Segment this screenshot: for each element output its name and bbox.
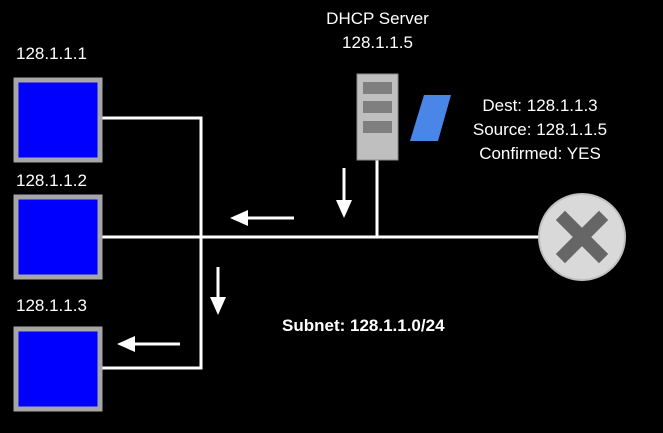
subnet-label: Subnet: 128.1.1.0/24 (282, 316, 445, 335)
host-label-3: 128.1.1.3 (16, 296, 87, 315)
packet-source: Source: 128.1.1.5 (472, 120, 608, 139)
arrow-down-wire (210, 267, 226, 315)
computer-screen-icon (13, 326, 103, 412)
packet-info: Dest: 128.1.1.3 Source: 128.1.1.5 Confir… (455, 94, 625, 166)
host-1 (13, 77, 103, 163)
router-x-icon (538, 193, 626, 281)
computer-screen-icon (13, 194, 103, 280)
arrow-down-server (336, 168, 352, 218)
packet-dest: Dest: 128.1.1.3 (482, 96, 598, 115)
computer-screen-icon (13, 77, 103, 163)
host-label-2: 128.1.1.2 (16, 171, 87, 190)
arrow-left-host-3 (117, 336, 180, 352)
packet-confirmed: Confirmed: YES (479, 144, 601, 163)
wires (101, 116, 540, 370)
host-3 (13, 326, 103, 412)
server-label: DHCP Server 128.1.1.5 (300, 7, 455, 55)
server-ip: 128.1.1.5 (342, 33, 413, 52)
wire-host-1 (101, 116, 203, 370)
server-tower-icon (356, 73, 399, 161)
server-title: DHCP Server (326, 9, 429, 28)
data-packet-icon (410, 95, 451, 141)
host-label-1: 128.1.1.1 (16, 44, 87, 63)
arrow-left-bus (230, 210, 294, 226)
host-2 (13, 194, 103, 280)
